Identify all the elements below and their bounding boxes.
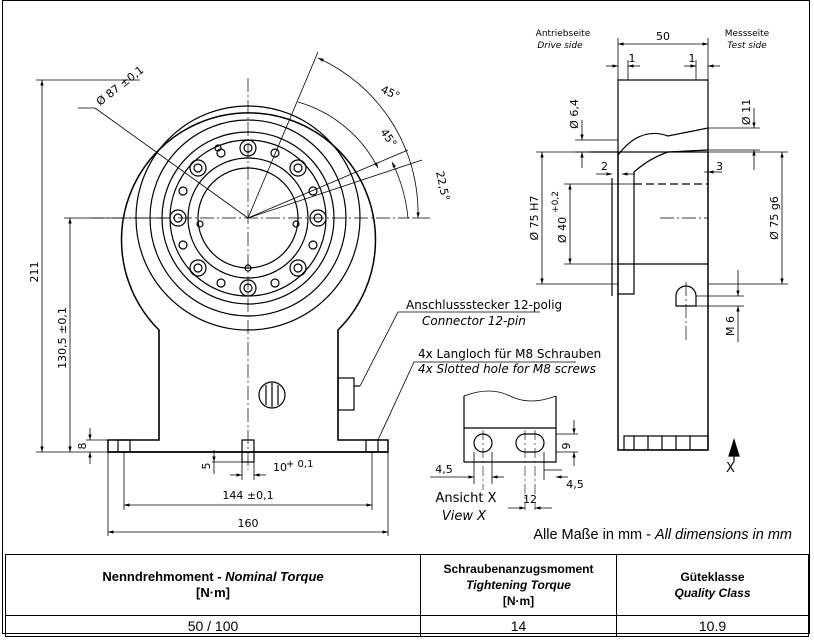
header-nominal-torque: Nenndrehmoment - Nominal Torque [N·m]: [5, 554, 421, 616]
dim-height-5: 5: [200, 463, 213, 470]
tight-en: Tightening Torque: [466, 578, 571, 592]
dim-view-x-9: 9: [560, 443, 573, 450]
dim-dia-11: Ø 11: [740, 99, 753, 125]
slot-label-de: 4x Langloch für M8 Schrauben: [418, 347, 601, 361]
view-x-dimensions: [430, 420, 578, 510]
class-en: Quality Class: [674, 586, 751, 600]
drawing-labels: Antriebseite Drive side Messseite Test s…: [28, 29, 781, 530]
dim-view-x-12: 12: [523, 493, 537, 506]
side-dimensions: [536, 38, 788, 342]
small-holes: [178, 144, 318, 288]
nominal-unit: [N·m]: [196, 585, 230, 600]
quality-class-value: 10.9: [616, 615, 809, 637]
view-x-label-de: Ansicht X: [435, 491, 496, 506]
dim-width-10: 10: [273, 461, 287, 474]
header-tightening-torque: Schraubenanzugsmoment Tightening Torque …: [420, 554, 617, 616]
spec-header-row: Nenndrehmoment - Nominal Torque [N·m] Sc…: [5, 554, 809, 616]
dim-dia-40: Ø 40: [556, 217, 569, 243]
dim-dia-87: Ø 87 ±0,1: [94, 63, 146, 108]
front-dimensions: [36, 79, 576, 536]
tight-unit: [N·m]: [502, 594, 535, 608]
front-view: [78, 51, 430, 470]
slot-label-en: 4x Slotted hole for M8 screws: [418, 362, 596, 376]
side-view: [590, 79, 740, 462]
header-quality-class: Güteklasse Quality Class: [616, 554, 809, 616]
dim-width-2: 2: [601, 160, 608, 173]
note-de: Alle Maße in mm -: [533, 527, 655, 543]
nominal-torque-value: 50 / 100: [5, 615, 421, 637]
dim-angle-22-5: 22,5°: [433, 170, 452, 202]
drive-side-en: Drive side: [537, 41, 583, 51]
note-en: All dimensions in mm: [655, 527, 792, 543]
test-side-de: Messseite: [725, 29, 770, 39]
dim-width-144: 144 ±0,1: [222, 489, 273, 502]
technical-drawing: Antriebseite Drive side Messseite Test s…: [28, 29, 788, 536]
connector-label-de: Anschlussstecker 12-polig: [406, 298, 562, 312]
dim-view-x-4-5-left: 4,5: [435, 463, 453, 476]
dim-dia-40-tol: +0,2: [551, 191, 561, 213]
test-side-en: Test side: [727, 41, 767, 51]
dim-angle-45-outer: 45°: [379, 83, 402, 103]
dim-width-160: 160: [238, 517, 259, 530]
nominal-en: Nominal Torque: [225, 569, 324, 584]
spec-value-row: 50 / 100 14 10.9: [5, 615, 809, 637]
dim-width-50: 50: [656, 30, 670, 43]
nominal-de: Nenndrehmoment -: [102, 569, 226, 584]
drive-side-de: Antriebseite: [536, 29, 591, 39]
spec-table: Nenndrehmoment - Nominal Torque [N·m] Sc…: [5, 554, 809, 637]
class-de: Güteklasse: [680, 570, 745, 584]
dim-dia-75-h7: Ø 75 H7: [528, 196, 541, 241]
tight-de: Schraubenanzugsmoment: [443, 562, 594, 576]
tightening-torque-value: 14: [420, 615, 617, 637]
connector-label-en: Connector 12-pin: [422, 314, 526, 328]
dim-height-211: 211: [28, 262, 41, 283]
dim-width-3: 3: [716, 160, 723, 173]
view-x-marker: X: [726, 461, 735, 476]
dim-width-1-left: 1: [629, 52, 636, 65]
dim-width-10-tol: + 0,1: [286, 459, 313, 470]
dimensions-note: Alle Maße in mm - All dimensions in mm: [0, 527, 792, 543]
dim-thread-m6: M 6: [724, 316, 737, 336]
view-x-label-en: View X: [442, 509, 487, 524]
dim-height-130-5: 130,5 ±0,1: [56, 307, 69, 369]
dim-width-1-right: 1: [689, 52, 696, 65]
view-x-detail: [463, 390, 557, 510]
dim-view-x-4-5-right: 4,5: [566, 478, 584, 491]
dim-dia-6-4: Ø 6,4: [568, 99, 581, 129]
dim-height-8: 8: [76, 443, 89, 450]
bolt-holes: [169, 139, 327, 297]
dim-dia-75-g6: Ø 75 g6: [768, 196, 781, 240]
